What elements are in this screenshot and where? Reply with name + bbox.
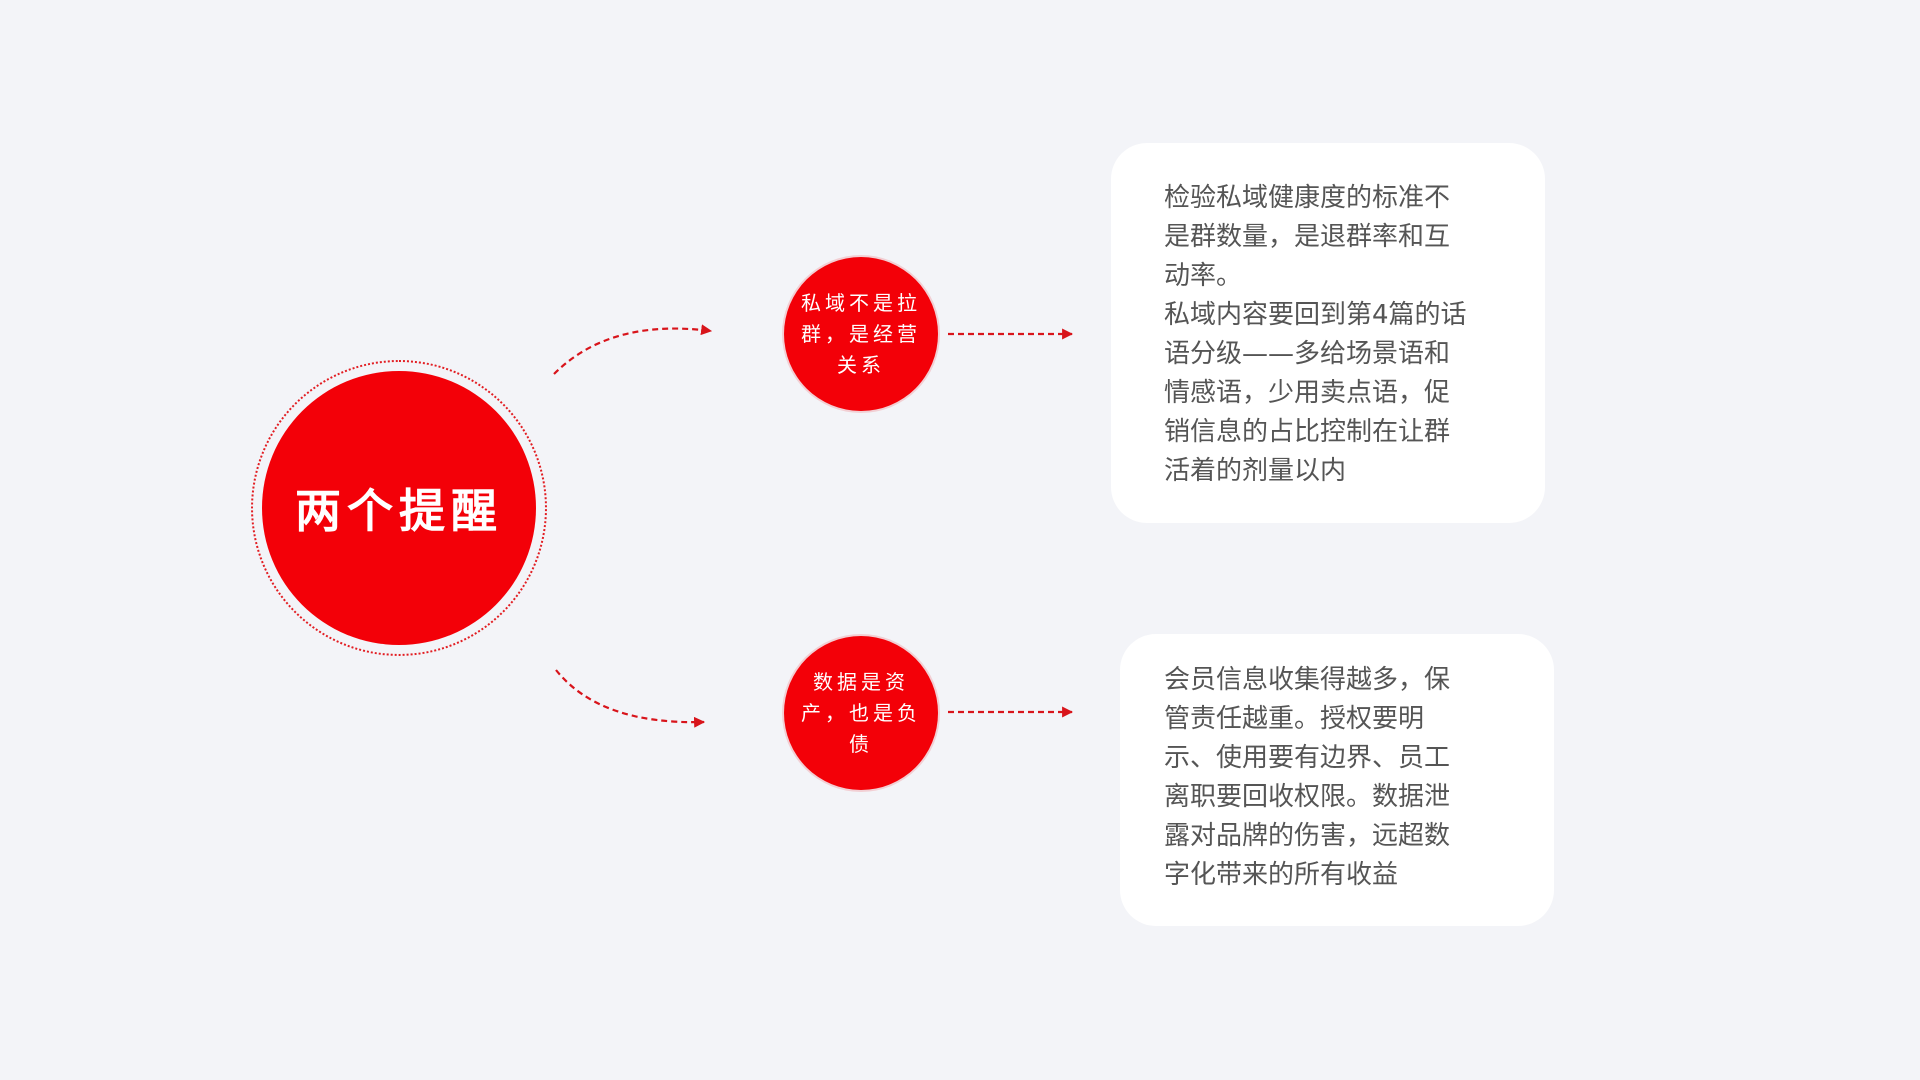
main-circle-ring bbox=[251, 360, 547, 656]
arrow-main-to-node-1 bbox=[553, 324, 713, 375]
node-label: 私域不是拉群，是经营关系 bbox=[801, 290, 921, 377]
card-data-asset: 会员信息收集得越多，保 管责任越重。授权要明 示、使用要有边界、员工 离职要回收… bbox=[1120, 634, 1554, 926]
main-title: 两个提醒 bbox=[295, 484, 503, 538]
arrow-main-to-node-2 bbox=[555, 669, 706, 728]
card-private-domain: 检验私域健康度的标准不 是群数量，是退群率和互 动率。 私域内容要回到第4篇的话… bbox=[1111, 143, 1545, 523]
card-text: 检验私域健康度的标准不 是群数量，是退群率和互 动率。 私域内容要回到第4篇的话… bbox=[1164, 183, 1467, 486]
node-data-asset: 数据是资产，也是负债 bbox=[784, 636, 938, 790]
card-text: 会员信息收集得越多，保 管责任越重。授权要明 示、使用要有边界、员工 离职要回收… bbox=[1164, 665, 1451, 890]
node-label: 数据是资产，也是负债 bbox=[801, 669, 921, 756]
node-private-domain: 私域不是拉群，是经营关系 bbox=[784, 257, 938, 411]
main-circle: 两个提醒 bbox=[262, 371, 536, 645]
